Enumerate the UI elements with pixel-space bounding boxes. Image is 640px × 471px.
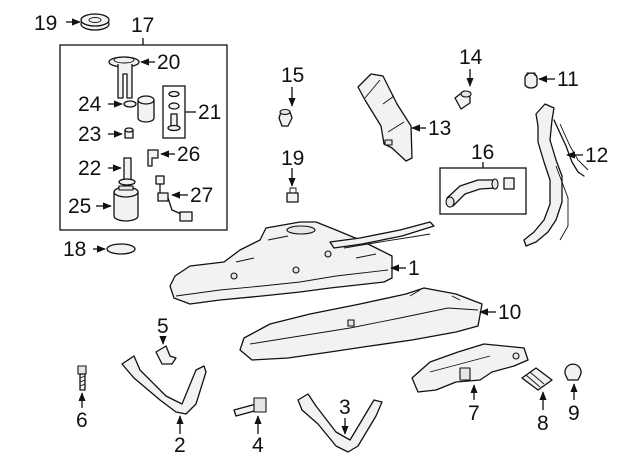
callout-11: 11 <box>557 68 579 91</box>
callout-8: 8 <box>537 412 549 435</box>
callout-26: 26 <box>177 143 200 166</box>
callout-14: 14 <box>459 46 483 69</box>
callout-5: 5 <box>157 315 169 338</box>
part-19-clip[interactable] <box>286 187 299 203</box>
callout-23: 23 <box>78 123 101 146</box>
callout-1: 1 <box>408 257 420 280</box>
callout-22: 22 <box>78 157 101 180</box>
callout-18: 18 <box>63 238 86 261</box>
part-27-fuel-sender[interactable] <box>155 175 193 222</box>
part-10-skid-plate[interactable] <box>239 287 483 361</box>
part-filter-cup[interactable] <box>137 95 155 123</box>
callout-12: 12 <box>585 144 608 167</box>
part-6-bolt[interactable] <box>77 365 87 391</box>
callout-2: 2 <box>174 434 186 457</box>
part-14-bolt[interactable] <box>454 90 472 110</box>
callout-24: 24 <box>78 93 102 116</box>
part-5-bracket[interactable] <box>155 345 177 365</box>
part-3-tank-strap[interactable] <box>297 393 383 453</box>
callout-13: 13 <box>428 117 451 140</box>
part-22-filter[interactable] <box>118 157 136 186</box>
callout-19-top: 19 <box>34 12 57 35</box>
part-9-cap[interactable] <box>564 363 582 381</box>
callout-9: 9 <box>568 402 580 425</box>
callout-3: 3 <box>339 396 351 419</box>
part-2-tank-strap[interactable] <box>121 355 207 415</box>
part-20-pump-cover[interactable] <box>108 56 140 99</box>
callout-16: 16 <box>471 141 494 164</box>
callout-20: 20 <box>157 51 180 74</box>
part-19-grommet-top[interactable] <box>80 13 110 31</box>
part-26-connector[interactable] <box>147 149 159 167</box>
callout-17: 17 <box>131 14 154 37</box>
callout-4: 4 <box>252 434 264 457</box>
callout-10: 10 <box>498 301 521 324</box>
callout-19-clip: 19 <box>281 147 304 170</box>
callout-21: 21 <box>198 101 221 124</box>
callout-27: 27 <box>190 184 213 207</box>
part-18-gasket[interactable] <box>106 243 136 255</box>
part-11-filler-cap[interactable] <box>524 72 538 89</box>
part-16-filler-hose[interactable] <box>439 162 527 215</box>
callout-25: 25 <box>68 195 91 218</box>
part-24-o-ring[interactable] <box>123 100 137 108</box>
callout-6: 6 <box>76 409 88 432</box>
part-25-fuel-pump[interactable] <box>113 185 139 222</box>
part-12-filler-pipe[interactable] <box>523 103 589 247</box>
part-23-seal[interactable] <box>124 127 134 139</box>
part-15-bolt[interactable] <box>278 108 293 127</box>
part-7-heat-insulator[interactable] <box>411 343 529 393</box>
part-8-sleeve[interactable] <box>521 367 553 391</box>
part-21-gasket-kit[interactable] <box>162 85 186 139</box>
callout-15: 15 <box>281 64 304 87</box>
part-1-fuel-tank[interactable] <box>169 221 435 305</box>
part-4-bolt[interactable] <box>233 397 267 417</box>
callout-7: 7 <box>468 402 480 425</box>
pump-module-kit-box <box>59 38 228 231</box>
part-13-heat-shield[interactable] <box>357 73 413 162</box>
